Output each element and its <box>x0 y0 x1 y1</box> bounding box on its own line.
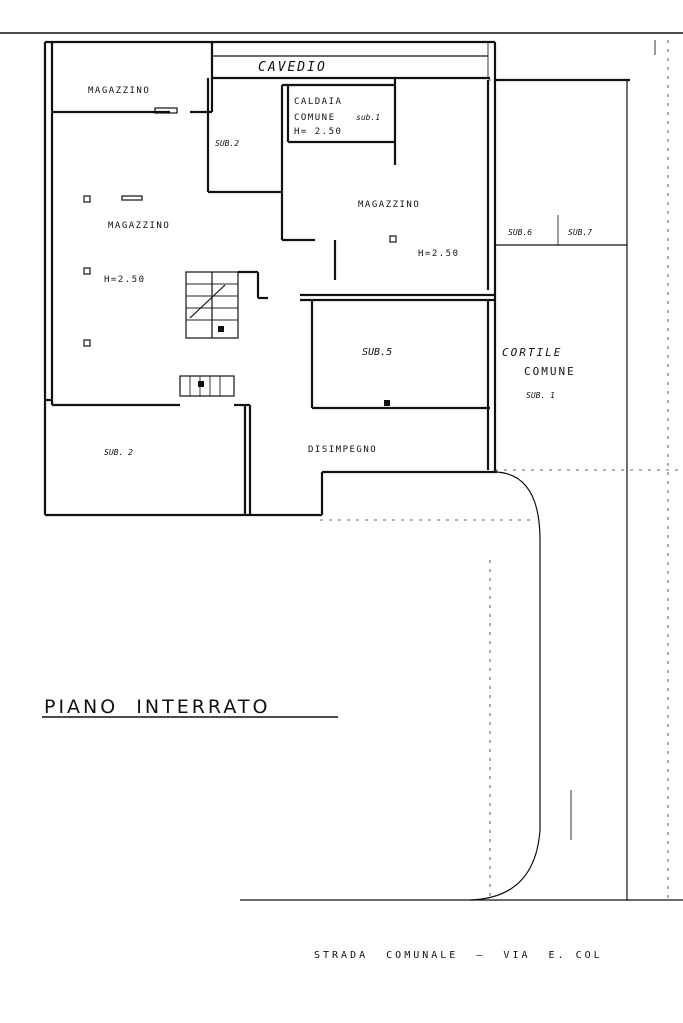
courtyard-lines <box>240 78 683 901</box>
caldaia-walls <box>282 78 397 165</box>
label-magazzino-top: MAGAZZINO <box>88 86 150 96</box>
label-caldaia-1: CALDAIA <box>294 97 342 107</box>
cavedio-area <box>210 42 630 81</box>
label-magazzino-right: MAGAZZINO <box>358 200 420 210</box>
magazzino-right-walls <box>282 238 495 302</box>
staircase <box>185 270 268 339</box>
lower-stair <box>179 375 235 397</box>
pillars <box>83 107 397 347</box>
label-height-right: H=2.50 <box>418 249 460 259</box>
label-cortile-1: CORTILE <box>502 346 562 359</box>
label-height-left: H=2.50 <box>104 275 146 285</box>
label-caldaia-2: COMUNE <box>294 113 336 123</box>
label-cavedio: CAVEDIO <box>258 60 327 75</box>
label-sub2-small: SUB.2 <box>215 139 239 148</box>
plan-title: PIANO INTERRATO <box>44 696 270 718</box>
building-outline <box>43 40 497 517</box>
label-sub6: SUB.6 <box>508 228 532 237</box>
sub5-walls <box>310 300 490 470</box>
label-disimpegno: DISIMPEGNO <box>308 445 377 455</box>
label-caldaia-height: H= 2.50 <box>294 127 342 137</box>
label-sub2-bottom: SUB. 2 <box>104 448 133 457</box>
label-magazzino-left: MAGAZZINO <box>108 221 170 231</box>
label-cortile-sub: SUB. 1 <box>526 391 555 400</box>
label-caldaia-sub: sub.1 <box>356 113 380 122</box>
street-label: STRADA COMUNALE – VIA E. COL <box>314 950 603 961</box>
sub2-small-walls <box>206 78 284 240</box>
label-cortile-2: COMUNE <box>524 365 576 378</box>
label-sub5: SUB.5 <box>362 347 392 358</box>
label-sub7: SUB.7 <box>568 228 592 237</box>
dotted-marks <box>320 40 669 900</box>
sub2-bottom-walls <box>45 398 252 515</box>
